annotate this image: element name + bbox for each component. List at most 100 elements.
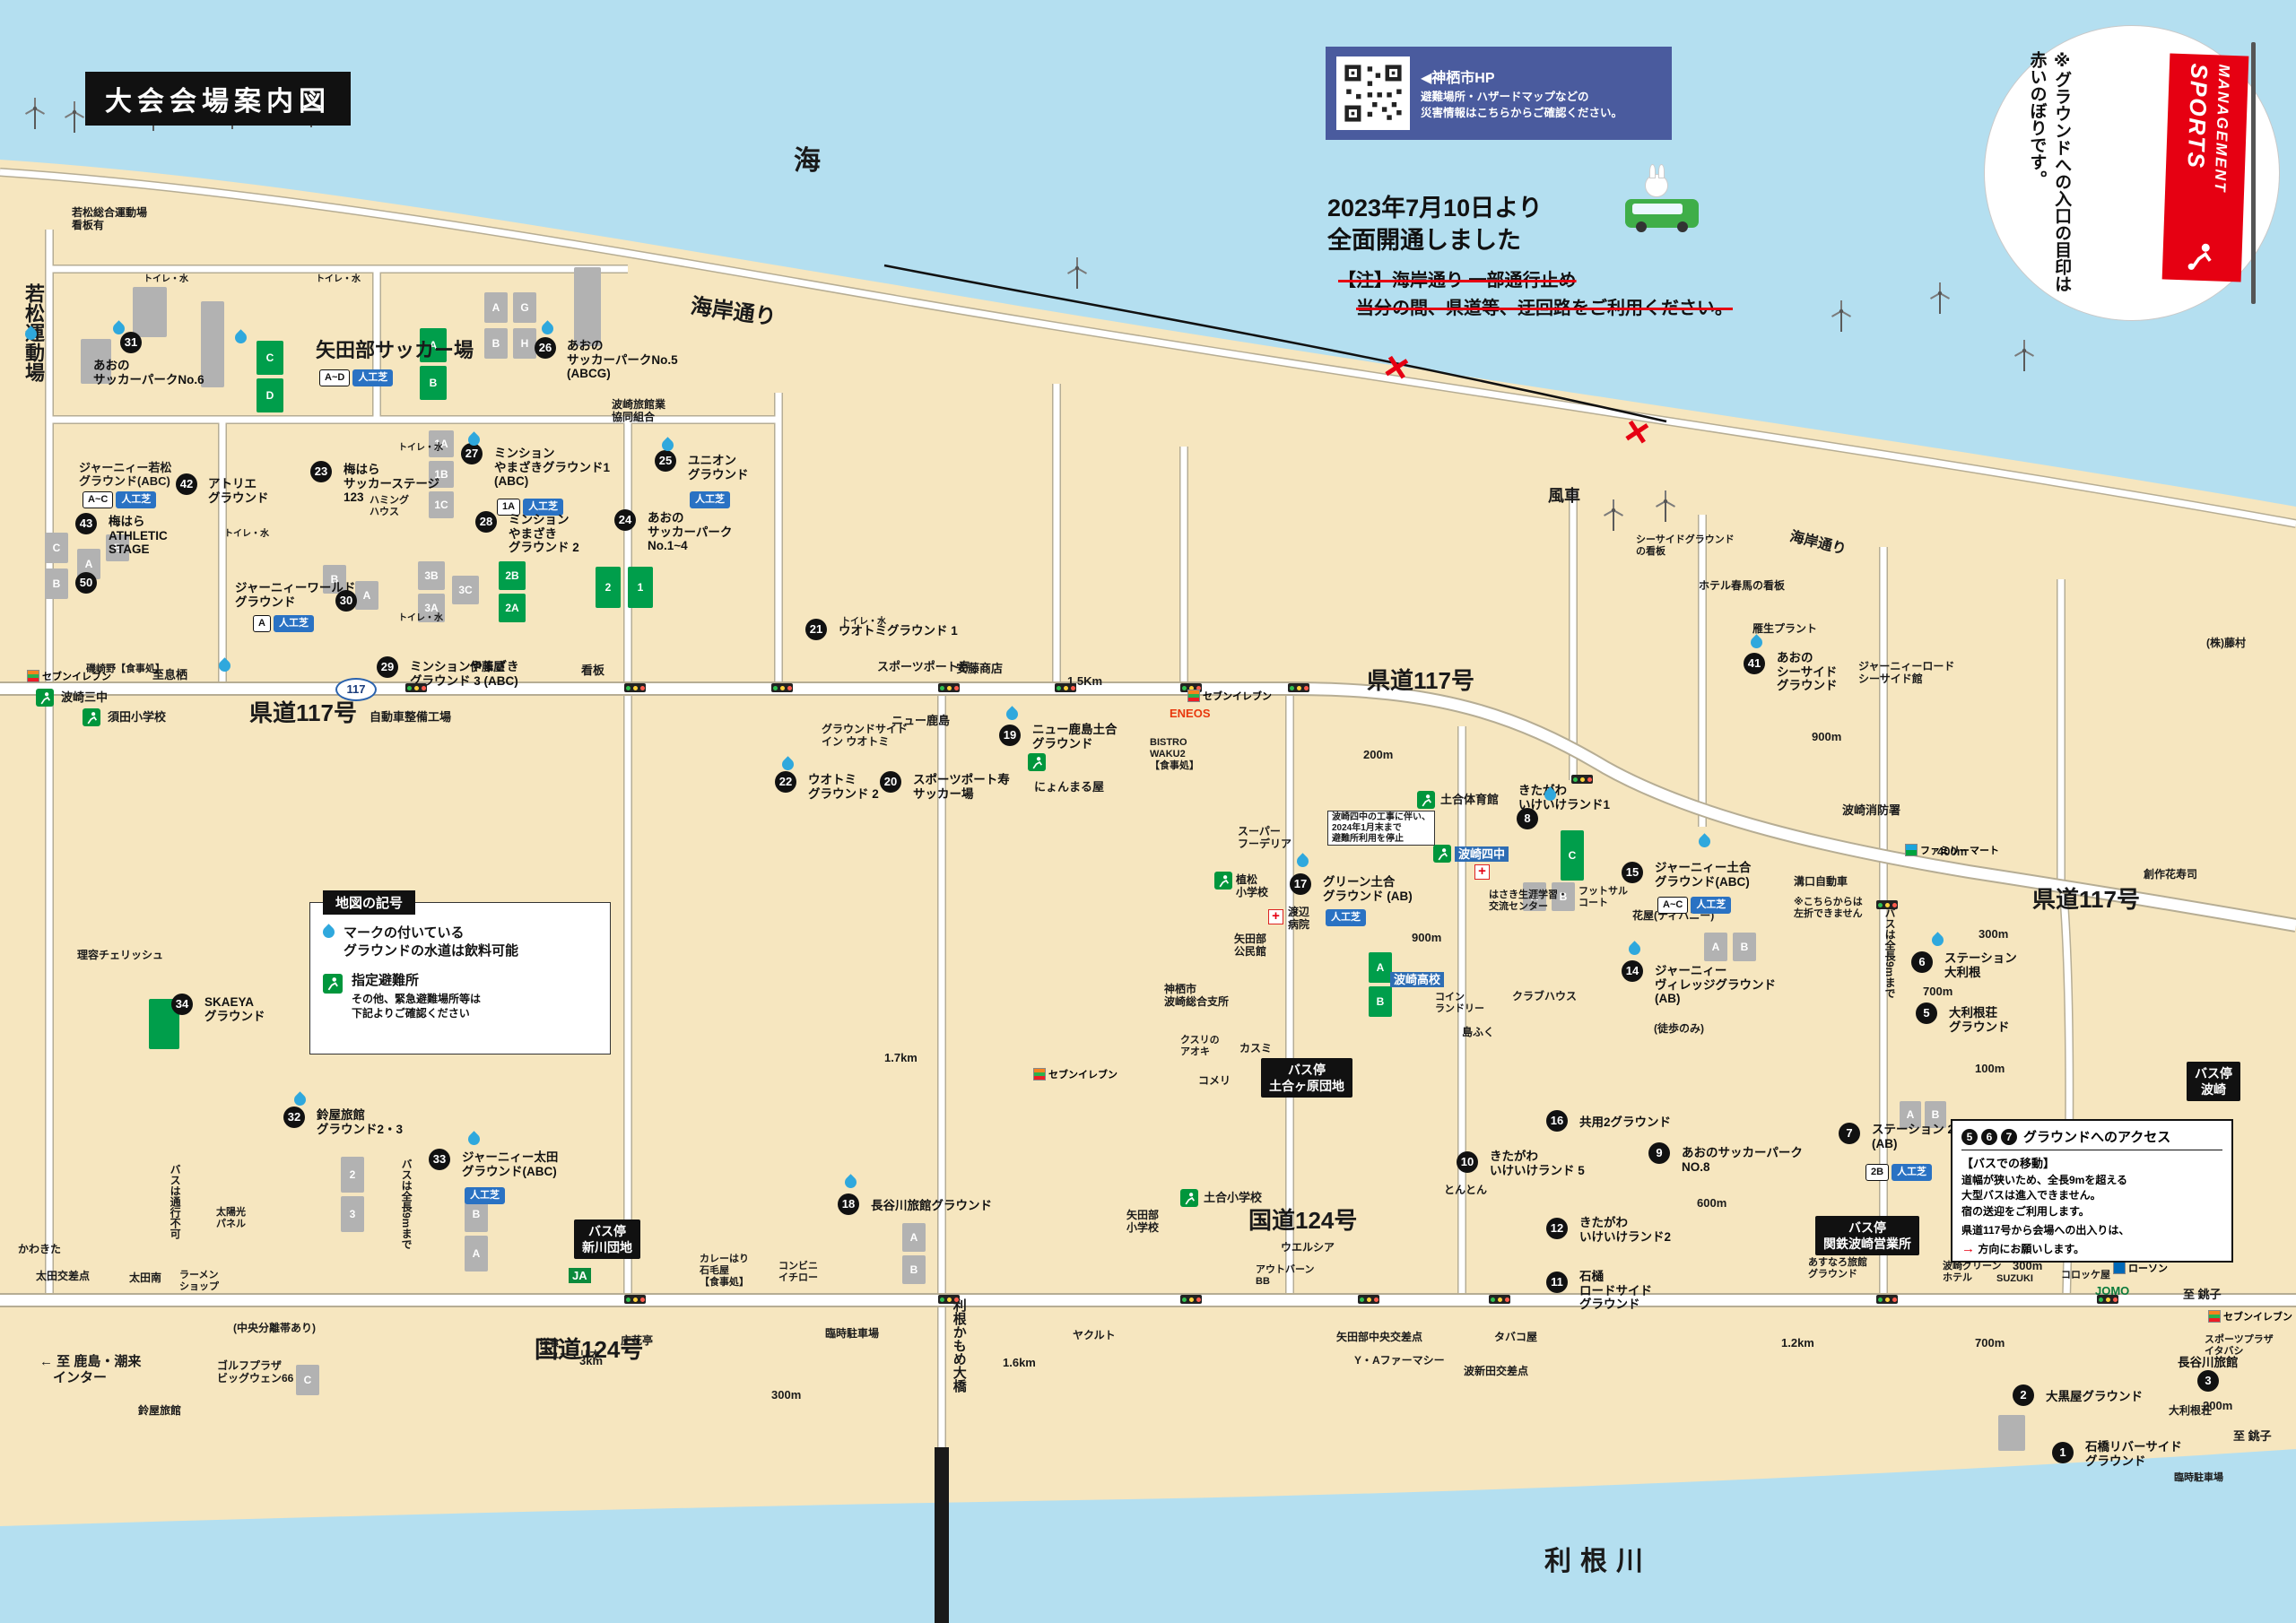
ground-label: ジャーニィー ヴィレッジグラウンド (AB): [1655, 964, 1776, 1006]
map-label: ハミング ハウス: [370, 495, 409, 517]
water-drop-icon: [779, 756, 796, 773]
convenience-store: セブンイレブン: [27, 669, 111, 683]
water-drop-icon: [1929, 932, 1946, 949]
ground-marker-27: 27: [461, 443, 483, 464]
water-drop-icon: [291, 1091, 309, 1108]
ground-label: あおのサッカーパーク NO.8: [1682, 1146, 1803, 1174]
map-label: 須田小学校: [108, 710, 167, 724]
field-block: 1A: [429, 430, 454, 457]
shelter-icon: [83, 708, 100, 726]
map-label: アウトバーン BB: [1256, 1264, 1315, 1287]
map-label: 安藤商店: [956, 662, 1004, 675]
map-label: 200m: [2203, 1399, 2233, 1412]
flag-pole: [2251, 42, 2256, 304]
ground-label: ジャーニィー太田 グラウンド(ABC): [462, 1150, 559, 1178]
map-label: 理容チェリッシュ: [77, 949, 164, 961]
access-subtitle: 【バスでの移動】: [1961, 1157, 2056, 1170]
map-label: 1.6km: [1003, 1356, 1036, 1369]
ground-marker-17: 17: [1290, 873, 1311, 895]
field-block: B: [106, 534, 129, 561]
field-block: B: [902, 1255, 926, 1284]
map-label: 磯崎野【食事処】: [86, 664, 165, 674]
field-block: A: [1704, 933, 1727, 961]
field-block: [133, 287, 167, 337]
map-label: 雁生プラント: [1752, 622, 1818, 635]
ground-label: あおの サッカーパークNo.6: [93, 359, 204, 386]
field-block: 2: [596, 567, 621, 608]
map-label: バスは通行不可: [169, 1164, 182, 1239]
map-label: トイレ・水: [398, 613, 443, 623]
map-label: 700m: [1975, 1336, 2005, 1350]
map-label: フットサル コート: [1578, 886, 1628, 908]
field-block: 1C: [429, 491, 454, 518]
field-block: [574, 267, 601, 346]
hazard-info-panel: ◀神栖市HP 避難場所・ハザードマップなどの 災害情報はこちらからご確認ください…: [1326, 47, 1672, 140]
ground-marker-2: 2: [2013, 1384, 2034, 1406]
direction-arrow-icon: →: [1961, 1240, 1975, 1256]
traffic-signal-icon: [624, 1295, 646, 1304]
map-label: コメリ: [1198, 1074, 1231, 1087]
reopening-notice: 2023年7月10日より 全面開通しました: [1327, 195, 1543, 255]
traffic-signal-icon: [1571, 775, 1593, 784]
map-label: 300m: [771, 1388, 802, 1402]
map-label: カレーはり 石毛屋 【食事処】: [700, 1254, 749, 1288]
map-label: JOMO: [2095, 1284, 2130, 1298]
field-block: B: [1925, 1101, 1946, 1128]
water-drop-icon: [1294, 853, 1311, 870]
field-block: 3: [341, 1196, 364, 1232]
ground-badges: 人工芝: [1326, 909, 1366, 926]
ground-marker-14: 14: [1622, 960, 1643, 982]
map-label: 臨時駐車場: [2174, 1472, 2223, 1483]
wind-turbine-icon: [2013, 337, 2036, 378]
wind-turbine-icon: [63, 99, 86, 139]
ground-label: きたがわ いけいけランド 5: [1490, 1150, 1585, 1177]
map-label: BISTRO WAKU2 【食事処】: [1150, 737, 1199, 771]
field-block: [81, 339, 111, 384]
map-label: 矢田部 小学校: [1126, 1209, 1160, 1235]
road-closed-x-mark: ×: [1379, 341, 1413, 393]
ground-label: ニュー鹿島土合 グラウンド: [1032, 723, 1118, 751]
map-label: ※こちらからは 左折できません: [1794, 897, 1863, 919]
water-drop-icon: [465, 431, 483, 448]
map-label: 波崎グリーン ホテル: [1943, 1261, 2002, 1283]
field-block: 2B: [499, 561, 526, 590]
ground-marker-10: 10: [1457, 1151, 1478, 1173]
red-entrance-flag: SPORTS MANAGEMENT: [2161, 53, 2249, 282]
ground-marker-28: 28: [475, 511, 497, 533]
ground-label: 大利根荘 グラウンド: [1949, 1006, 2010, 1034]
access-body: 道幅が狭いため、全長9mを超える 大型バスは進入できません。 宿の送迎をご利用し…: [1961, 1174, 2127, 1218]
map-label: 海岸通り: [1787, 529, 1848, 558]
mascot-bus: [1625, 199, 1699, 232]
map-label: ジャーニィー若松 グラウンド(ABC): [79, 461, 172, 489]
ground-label: 長谷川旅館グラウンド: [871, 1199, 992, 1212]
ground-marker-23: 23: [310, 461, 332, 482]
turf-badge: 人工芝: [1892, 1164, 1933, 1181]
map-label: グラウンドサイド イン ウオトミ: [822, 723, 909, 749]
map-label: コンビニ イチロー: [778, 1261, 818, 1283]
map-label: 900m: [1412, 931, 1442, 944]
map-label: 植松 小学校: [1236, 873, 1269, 899]
ground-marker-3: 3: [2197, 1370, 2219, 1392]
wind-turbine-icon: [1654, 488, 1677, 528]
ground-label: きたがわ いけいけランド2: [1579, 1216, 1672, 1244]
traffic-signal-icon: [1180, 683, 1202, 692]
map-label: トイレ・水: [841, 617, 886, 627]
field-block: [1998, 1415, 2025, 1451]
map-label: 至 銚子: [2233, 1429, 2272, 1443]
field-block: B: [1369, 986, 1392, 1017]
field-block: [201, 301, 224, 387]
wind-turbine-icon: [1928, 280, 1952, 320]
ground-label: ミンション やまざきグラウンド1 (ABC): [494, 447, 611, 489]
map-label: スーパー フーデリア: [1238, 825, 1292, 851]
map-label: 大利根荘: [2169, 1404, 2213, 1417]
ground-marker-21: 21: [805, 619, 827, 640]
traffic-signal-icon: [1358, 1295, 1379, 1304]
water-drop-icon: [110, 320, 127, 337]
ground-marker-42: 42: [176, 473, 197, 495]
field-block: A: [1523, 882, 1546, 911]
map-label: 300m: [1979, 927, 2009, 941]
field-block: C: [45, 533, 68, 563]
